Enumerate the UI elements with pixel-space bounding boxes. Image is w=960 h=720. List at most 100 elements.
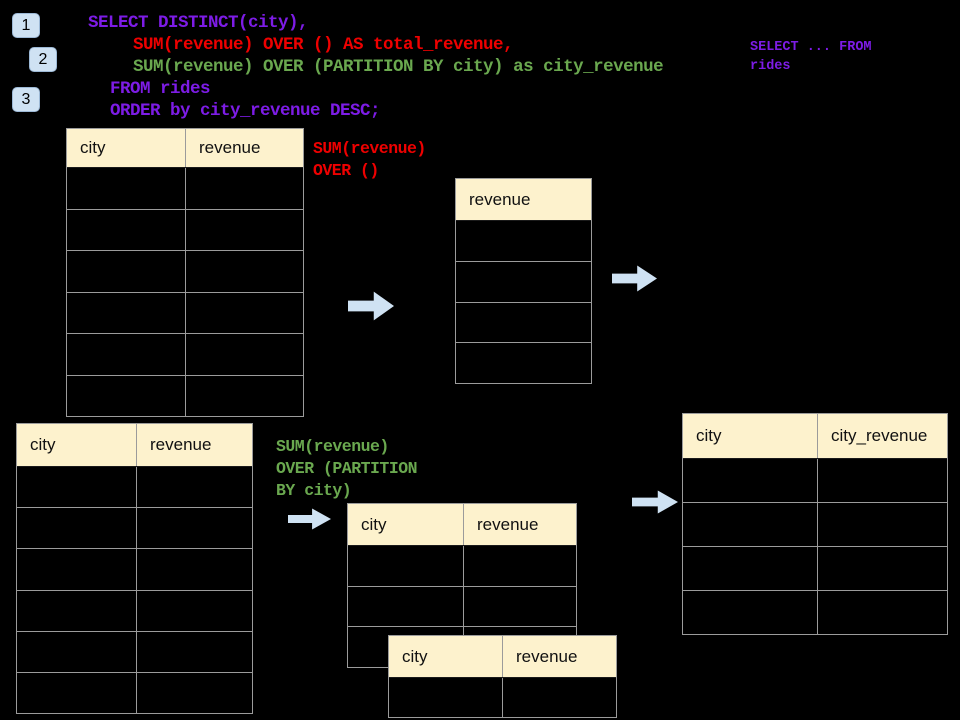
table-cell xyxy=(348,546,464,586)
table-cell xyxy=(683,591,818,634)
table-cell xyxy=(17,508,137,549)
table-cell xyxy=(389,678,503,717)
table-row xyxy=(17,549,252,591)
table-row xyxy=(456,343,591,383)
table-cell xyxy=(17,549,137,590)
table-row xyxy=(17,631,252,673)
table-cell xyxy=(503,678,616,717)
table-cell xyxy=(67,168,186,209)
table-cell xyxy=(818,591,947,634)
column-header: revenue xyxy=(199,138,261,157)
table-row xyxy=(456,221,591,262)
table-header-row: city city_revenue xyxy=(683,414,947,459)
table-cell xyxy=(67,334,186,375)
table-cell xyxy=(67,375,186,416)
table-row xyxy=(67,375,303,417)
table-row xyxy=(348,586,576,628)
table-cell xyxy=(17,467,137,508)
table-row xyxy=(683,591,947,634)
table-cell xyxy=(137,591,252,631)
table-cell xyxy=(137,632,252,672)
table-row xyxy=(67,251,303,293)
table-row xyxy=(389,678,616,717)
table-cell xyxy=(186,210,303,251)
table-header-row: city revenue xyxy=(348,504,576,546)
table-cell xyxy=(137,467,252,507)
table-cell xyxy=(456,262,591,302)
table-cell xyxy=(818,503,947,546)
step-badge-3: 3 xyxy=(12,87,40,112)
flow-arrow-icon xyxy=(288,508,331,530)
side-note-select-from-rides: SELECT ... FROM rides xyxy=(750,40,872,74)
table-cell xyxy=(17,672,137,714)
table-row xyxy=(348,546,576,587)
table-cell xyxy=(186,168,303,209)
table-cell xyxy=(348,586,464,627)
table-cell xyxy=(67,292,186,333)
table-row xyxy=(67,334,303,376)
table-header-row: city revenue xyxy=(67,129,303,168)
table-header-row: revenue xyxy=(456,179,591,221)
table-row xyxy=(17,672,252,714)
column-header: city_revenue xyxy=(831,426,928,445)
table-row xyxy=(67,168,303,210)
sql-line-select: SELECT DISTINCT(city), xyxy=(88,13,309,33)
column-header: city xyxy=(17,424,137,466)
column-header: city xyxy=(67,129,186,167)
table-cell xyxy=(683,503,818,546)
table-partition-group-b: city revenue xyxy=(388,635,617,718)
label-sum-over-total: SUM(revenue) OVER () xyxy=(313,139,426,180)
table-row xyxy=(456,262,591,303)
table-cell xyxy=(186,251,303,292)
table-cell xyxy=(186,376,303,417)
sql-line-total-revenue: SUM(revenue) OVER () AS total_revenue, xyxy=(133,35,514,55)
table-cell xyxy=(17,590,137,631)
column-header: city xyxy=(348,504,464,545)
flow-arrow-icon xyxy=(348,291,394,321)
table-cell xyxy=(456,303,591,343)
table-cell xyxy=(67,251,186,292)
table-row xyxy=(683,547,947,591)
table-cell xyxy=(17,631,137,672)
table-cell xyxy=(67,209,186,250)
table-cell xyxy=(186,334,303,375)
table-row xyxy=(67,209,303,251)
table-row xyxy=(683,503,947,547)
flow-arrow-icon xyxy=(632,490,678,514)
table-row xyxy=(456,303,591,344)
table-header-row: city revenue xyxy=(389,636,616,678)
table-result-city-revenue: city city_revenue xyxy=(682,413,948,635)
column-header: city xyxy=(683,414,818,458)
table-cell xyxy=(464,546,576,586)
column-header: revenue xyxy=(150,435,212,454)
flow-arrow-icon xyxy=(612,265,657,292)
column-header: revenue xyxy=(469,189,531,209)
table-cell xyxy=(464,587,576,627)
table-cell xyxy=(456,221,591,261)
table-header-row: city revenue xyxy=(17,424,252,467)
column-header: revenue xyxy=(516,646,578,666)
sql-line-from: FROM rides xyxy=(110,79,211,99)
column-header: revenue xyxy=(477,514,539,534)
table-row xyxy=(17,467,252,509)
sql-line-order-by: ORDER by city_revenue DESC; xyxy=(110,101,381,121)
table-cell xyxy=(818,459,947,502)
table-source-rides-bottom: city revenue xyxy=(16,423,253,714)
step-badge-1: 1 xyxy=(12,13,40,38)
table-row xyxy=(17,590,252,632)
table-source-rides-top: city revenue xyxy=(66,128,304,417)
table-cell xyxy=(137,673,252,713)
label-sum-over-partition: SUM(revenue) OVER (PARTITION BY city) xyxy=(276,437,418,500)
table-row xyxy=(683,459,947,503)
step-badge-2: 2 xyxy=(29,47,57,72)
table-cell xyxy=(186,293,303,334)
table-cell xyxy=(683,459,818,502)
table-cell xyxy=(137,549,252,589)
table-cell xyxy=(818,547,947,590)
table-row xyxy=(67,292,303,334)
table-revenue-projection: revenue xyxy=(455,178,592,384)
sql-line-city-revenue: SUM(revenue) OVER (PARTITION BY city) as… xyxy=(133,57,664,77)
table-cell xyxy=(137,508,252,548)
column-header: city xyxy=(389,636,503,677)
